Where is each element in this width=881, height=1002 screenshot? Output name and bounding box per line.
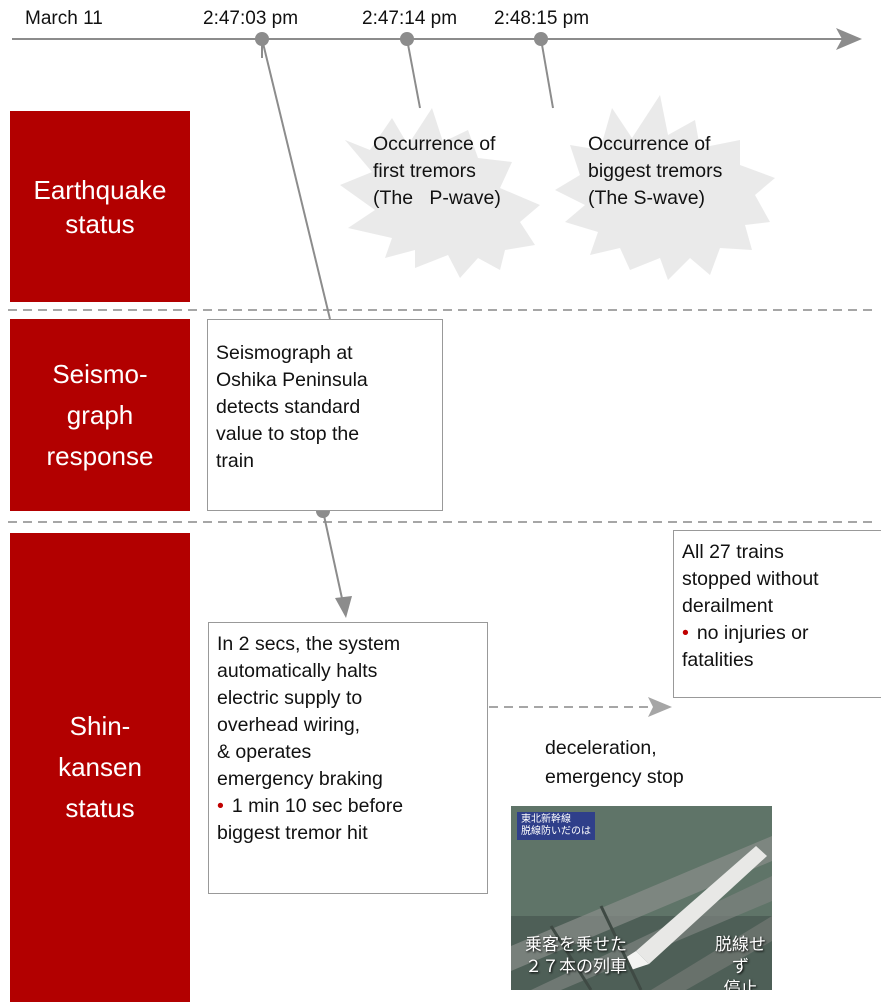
row-label-earthquake-status: Earthquake status xyxy=(10,111,190,302)
result-line-1: All 27 trains xyxy=(682,541,784,563)
s-wave-line-1: Occurrence of xyxy=(588,133,711,155)
seismograph-line-1: Seismograph at xyxy=(216,342,353,364)
deceleration-label: deceleration, emergency stop xyxy=(545,734,684,792)
s-wave-line-2: biggest tremors xyxy=(588,160,723,182)
time-label-p-wave: 2:47:14 pm xyxy=(362,8,458,29)
timeline-date-label: March 11 xyxy=(25,8,103,29)
result-line-3: derailment xyxy=(682,595,774,617)
s-wave-burst-shape xyxy=(555,95,775,280)
system-line-3: electric supply to xyxy=(217,687,363,709)
photo-caption-top-2: 脱線防いだのは xyxy=(521,826,591,837)
result-bullet-item: • no injuries or xyxy=(682,620,876,647)
decel-line-1: deceleration, xyxy=(545,737,657,759)
row-label-seismograph-response: Seismo- graph response xyxy=(10,319,190,511)
result-box: All 27 trains stopped without derailment… xyxy=(673,530,881,698)
bullet-marker: • xyxy=(217,795,224,817)
system-line-2: automatically halts xyxy=(217,660,378,682)
p-wave-line-3: (The P-wave) xyxy=(373,187,501,209)
system-last-line: biggest tremor hit xyxy=(217,822,368,844)
row-label-earthquake-text: Earthquake status xyxy=(33,174,167,239)
system-line-4: overhead wiring, xyxy=(217,714,361,736)
connector-seismograph-to-system xyxy=(322,510,344,604)
seismograph-line-2: Oshika Peninsula xyxy=(216,369,368,391)
time-label-s-wave: 2:48:15 pm xyxy=(494,8,590,29)
row-label-shinkansen-text: Shin- kansen status xyxy=(58,711,142,823)
connector-quake-to-seismograph xyxy=(261,38,331,320)
row-label-seismograph-text: Seismo- graph response xyxy=(46,358,154,471)
photo-caption-top-1: 東北新幹線 xyxy=(521,814,571,825)
seismograph-line-4: value to stop the xyxy=(216,423,360,445)
seismograph-line-5: train xyxy=(216,450,254,472)
connector-s-wave xyxy=(540,38,554,109)
system-line-5: & operates xyxy=(217,741,312,763)
result-bullet-text: no injuries or xyxy=(696,622,809,644)
p-wave-label: Occurrence of first tremors (The P-wave) xyxy=(373,131,501,212)
s-wave-label: Occurrence of biggest tremors (The S-wav… xyxy=(588,131,722,212)
photo-caption-bl-1: 乗客を乗せた xyxy=(525,935,627,955)
photo-caption-br-2: 停止 xyxy=(723,979,758,990)
photo-caption-br-1: 脱線せず xyxy=(715,935,766,977)
seismograph-detection-box: Seismograph at Oshika Peninsula detects … xyxy=(207,319,443,511)
time-label-quake-start: 2:47:03 pm xyxy=(203,8,299,29)
photo-caption-bottom-left: 乗客を乗せた ２７本の列車 xyxy=(525,934,627,978)
system-line-1: In 2 secs, the system xyxy=(217,633,401,655)
system-bullet-item: • 1 min 10 sec before xyxy=(217,793,481,820)
seismograph-line-3: detects standard xyxy=(216,396,361,418)
photo-caption-bl-2: ２７本の列車 xyxy=(525,957,627,977)
arrow-head-to-system xyxy=(335,596,352,618)
decel-line-2: emergency stop xyxy=(545,766,684,788)
system-line-6: emergency braking xyxy=(217,768,383,790)
p-wave-line-1: Occurrence of xyxy=(373,133,496,155)
system-response-box: In 2 secs, the system automatically halt… xyxy=(208,622,488,894)
system-bullet-text: 1 min 10 sec before xyxy=(231,795,404,817)
result-last-line: fatalities xyxy=(682,649,754,671)
timeline-arrow-head xyxy=(836,28,862,50)
bullet-marker: • xyxy=(682,622,689,644)
result-line-2: stopped without xyxy=(682,568,819,590)
photo-caption-bottom-right: 脱線せず 停止 xyxy=(709,934,772,990)
p-wave-line-2: first tremors xyxy=(373,160,476,182)
connector-p-wave xyxy=(406,38,421,109)
photo-caption-top: 東北新幹線 脱線防いだのは xyxy=(517,812,595,840)
s-wave-line-3: (The S-wave) xyxy=(588,187,706,209)
news-photo-train: 東北新幹線 脱線防いだのは 乗客を乗せた ２７本の列車 脱線せず 停止 xyxy=(511,806,772,990)
row-label-shinkansen-status: Shin- kansen status xyxy=(10,533,190,1002)
dashed-arrow-head xyxy=(648,697,672,717)
p-wave-burst-shape xyxy=(340,108,540,278)
